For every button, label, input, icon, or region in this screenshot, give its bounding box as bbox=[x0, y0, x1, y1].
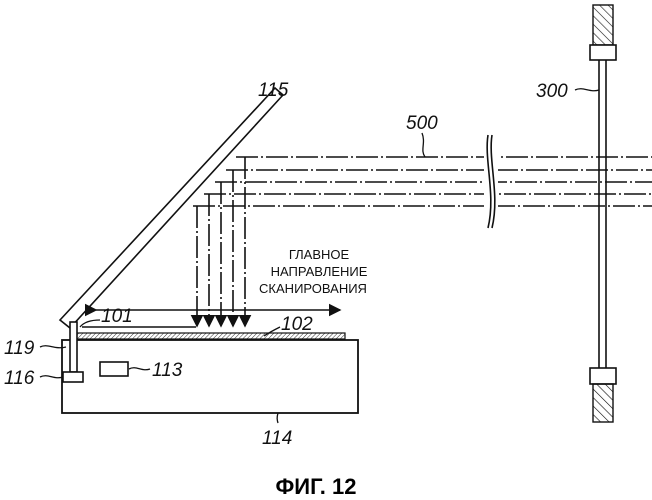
label-113: 113 bbox=[152, 360, 183, 381]
label-101: 101 bbox=[101, 306, 133, 327]
label-102: 102 bbox=[281, 314, 313, 335]
label-119: 119 bbox=[4, 338, 35, 359]
label-300: 300 bbox=[536, 81, 568, 102]
label-500: 500 bbox=[406, 113, 438, 134]
part-116 bbox=[63, 372, 83, 382]
label-115: 115 bbox=[258, 80, 289, 101]
label-114: 114 bbox=[262, 428, 292, 449]
direction-label-line-1: ГЛАВНОЕ bbox=[289, 247, 350, 262]
part-113 bbox=[100, 362, 128, 376]
direction-label-line-3: СКАНИРОВАНИЯ bbox=[259, 281, 367, 296]
pole-300 bbox=[590, 5, 616, 422]
figure-caption: ФИГ. 12 bbox=[275, 474, 356, 499]
direction-label-line-2: НАПРАВЛЕНИЕ bbox=[271, 264, 368, 279]
mirror-115 bbox=[60, 88, 283, 328]
label-116: 116 bbox=[4, 368, 35, 389]
sensor-119 bbox=[70, 322, 77, 372]
